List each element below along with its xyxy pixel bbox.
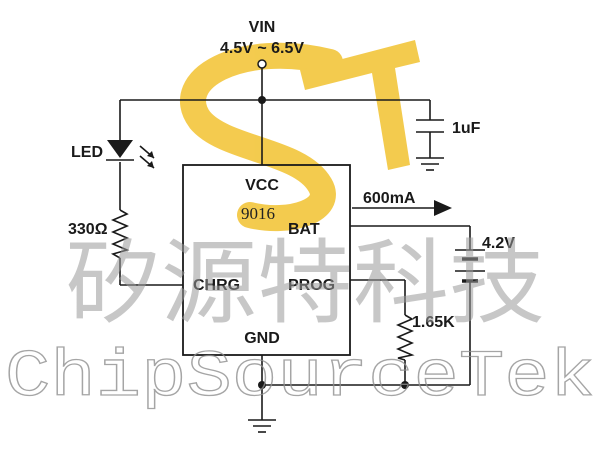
pin-prog: PROG	[288, 277, 335, 294]
wires	[119, 68, 471, 420]
st-logo	[180, 40, 420, 232]
current-arrow	[352, 200, 452, 216]
battery-symbol	[455, 249, 485, 283]
vin-range: 4.5V ~ 6.5V	[220, 40, 304, 57]
pin-bat: BAT	[288, 221, 320, 238]
ground-icon	[416, 157, 444, 171]
junction-dots	[258, 96, 409, 389]
ground-icon	[248, 419, 276, 433]
battery-label: 4.2V	[482, 235, 515, 252]
led-symbol	[106, 140, 155, 169]
watermark-english: ChipSourceTek	[5, 340, 595, 415]
chip-body	[182, 164, 351, 356]
resistor-330-label: 330Ω	[68, 221, 108, 238]
led-label: LED	[71, 144, 103, 161]
capacitor-label: 1uF	[452, 120, 481, 137]
pin-chrg: CHRG	[193, 277, 240, 294]
pin-vcc: VCC	[245, 177, 279, 194]
vin-label: VIN	[249, 19, 276, 36]
resistor-prog-label: 1.65K	[412, 314, 455, 331]
capacitor-symbol	[416, 119, 444, 133]
pin-gnd: GND	[244, 330, 280, 347]
current-label: 600mA	[363, 190, 416, 207]
vin-terminal	[257, 59, 267, 69]
watermark-chinese: 矽源特科技	[65, 230, 545, 337]
resistor-330-symbol	[110, 209, 130, 259]
resistor-prog-symbol	[395, 314, 415, 361]
chip-part-number: 9016	[241, 204, 275, 223]
